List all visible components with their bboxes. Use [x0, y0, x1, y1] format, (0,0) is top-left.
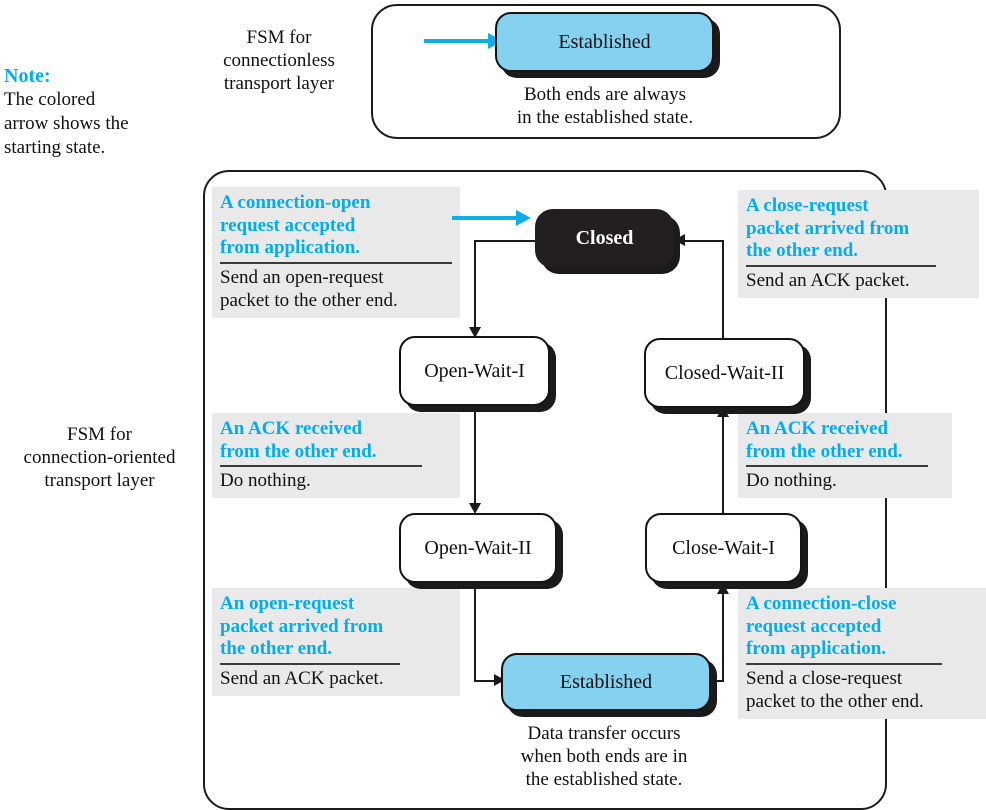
event-line-3: from application.	[220, 237, 361, 258]
connection-oriented-caption-line-1: FSM for	[67, 424, 132, 445]
event-line-2: request accepted	[746, 615, 882, 637]
action-line-1: Send a close-request	[746, 667, 903, 689]
event-line-2: packet arrived from	[746, 217, 910, 239]
event-line-2: from the other end.	[220, 440, 377, 462]
state-open-wait-i[interactable]: Open-Wait-I	[399, 336, 550, 406]
state-close-wait-i[interactable]: Close-Wait-I	[645, 513, 802, 583]
transition-panel-connection-close: A connection-close request accepted from…	[738, 588, 986, 719]
transition-panel-connection-open: A connection-open request accepted from …	[212, 187, 460, 318]
event-line-1: A connection-close	[746, 593, 897, 614]
connectionless-footnote: Both ends are always in the established …	[470, 83, 740, 129]
edge-established-to-close-wait-i-vertical	[722, 593, 724, 681]
state-label: Open-Wait-I	[424, 359, 525, 382]
note-block: Note: The colored arrow shows the starti…	[4, 64, 194, 160]
edge-established-to-close-wait-i-horizontal	[707, 680, 724, 682]
edge-established-to-close-wait-i-arrowhead	[717, 583, 729, 594]
action-line-1: Send an open-request	[220, 266, 384, 288]
panel-divider	[220, 662, 400, 665]
panel-divider	[746, 662, 942, 665]
note-line-1: The colored	[4, 89, 96, 110]
action-line-1: Do nothing.	[746, 470, 837, 491]
edge-open-wait-ii-to-established-vertical	[474, 578, 476, 680]
connection-oriented-caption-line-3: transport layer	[44, 470, 155, 491]
event-line-2: from the other end.	[746, 440, 903, 462]
state-label: Established	[559, 670, 653, 693]
event-line-3: from application.	[746, 638, 887, 659]
connection-oriented-caption-line-2: connection-oriented	[23, 447, 176, 468]
connectionless-caption-line-3: transport layer	[223, 73, 335, 94]
state-label: Closed-Wait-II	[664, 361, 785, 384]
edge-close-wait-i-to-closed-wait-ii-vertical	[722, 415, 724, 520]
connection-oriented-footnote-line-2: when both ends are in	[520, 746, 688, 767]
edge-open-wait-ii-to-established-arrowhead	[494, 674, 505, 686]
note-title: Note:	[4, 65, 51, 87]
event-line-1: An ACK received	[220, 418, 363, 439]
action-line-1: Send an ACK packet.	[220, 667, 384, 689]
edge-closed-wait-ii-to-closed-horizontal	[684, 240, 724, 242]
panel-divider	[746, 465, 928, 467]
panel-divider	[220, 465, 422, 467]
state-open-wait-ii[interactable]: Open-Wait-II	[399, 513, 557, 583]
event-line-1: An open-request	[220, 593, 355, 614]
event-line-1: A close-request	[746, 195, 869, 216]
connection-oriented-footnote: Data transfer occurs when both ends are …	[472, 722, 736, 791]
event-line-3: the other end.	[220, 638, 333, 659]
transition-panel-ack-received-close: An ACK received from the other end. Do n…	[738, 413, 952, 498]
event-line-2: request accepted	[220, 214, 356, 236]
state-closed[interactable]: Closed	[535, 209, 674, 268]
event-line-1: A connection-open	[220, 192, 371, 213]
connection-oriented-caption: FSM for connection-oriented transport la…	[2, 423, 197, 492]
start-arrow-line-connection-oriented	[452, 216, 520, 220]
connectionless-caption-line-1: FSM for	[246, 27, 312, 48]
state-established-connectionless[interactable]: Established	[495, 12, 714, 72]
state-label: Closed	[575, 227, 634, 249]
note-line-2: arrow shows the	[4, 113, 129, 134]
event-line-3: the other end.	[746, 240, 859, 261]
transition-panel-close-request-arrived: A close-request packet arrived from the …	[738, 190, 979, 298]
edge-open-wait-i-to-open-wait-ii-arrowhead	[469, 503, 481, 514]
transition-panel-ack-received-open: An ACK received from the other end. Do n…	[212, 413, 460, 498]
edge-closed-to-open-wait-i-arrowhead	[469, 327, 481, 338]
edge-closed-to-open-wait-i-horizontal	[474, 240, 538, 242]
connection-oriented-footnote-line-1: Data transfer occurs	[527, 723, 681, 744]
edge-close-wait-i-to-closed-wait-ii-arrowhead	[717, 406, 729, 417]
event-line-1: An ACK received	[746, 418, 889, 439]
connectionless-footnote-line-2: in the established state.	[516, 107, 694, 128]
action-line-1: Send an ACK packet.	[746, 269, 910, 291]
action-line-2: packet to the other end.	[746, 690, 924, 712]
state-label: Established	[558, 30, 651, 53]
connectionless-caption: FSM for connectionless transport layer	[196, 26, 362, 95]
edge-closed-wait-ii-to-closed-vertical	[722, 240, 724, 343]
event-line-2: packet arrived from	[220, 615, 384, 637]
transition-panel-open-request-arrived: An open-request packet arrived from the …	[212, 588, 460, 696]
start-arrow-line-connectionless	[424, 39, 492, 43]
action-line-1: Do nothing.	[220, 470, 311, 491]
connection-oriented-footnote-line-3: the established state.	[525, 769, 683, 790]
edge-closed-to-open-wait-i-vertical	[474, 240, 476, 333]
state-closed-wait-ii[interactable]: Closed-Wait-II	[644, 338, 805, 408]
start-arrow-head-connection-oriented	[516, 210, 531, 226]
note-line-3: starting state.	[4, 137, 106, 158]
panel-divider	[746, 264, 936, 267]
edge-open-wait-i-to-open-wait-ii-vertical	[474, 403, 476, 509]
edge-closed-wait-ii-to-closed-arrowhead	[674, 234, 685, 246]
panel-divider	[220, 261, 452, 264]
state-established-connection-oriented[interactable]: Established	[501, 653, 711, 711]
edge-open-wait-ii-to-established-horizontal	[474, 680, 502, 682]
state-label: Open-Wait-II	[424, 536, 532, 559]
connectionless-caption-line-2: connectionless	[223, 50, 335, 71]
action-line-2: packet to the other end.	[220, 289, 398, 311]
connectionless-footnote-line-1: Both ends are always	[524, 84, 686, 105]
state-label: Close-Wait-I	[672, 536, 775, 559]
